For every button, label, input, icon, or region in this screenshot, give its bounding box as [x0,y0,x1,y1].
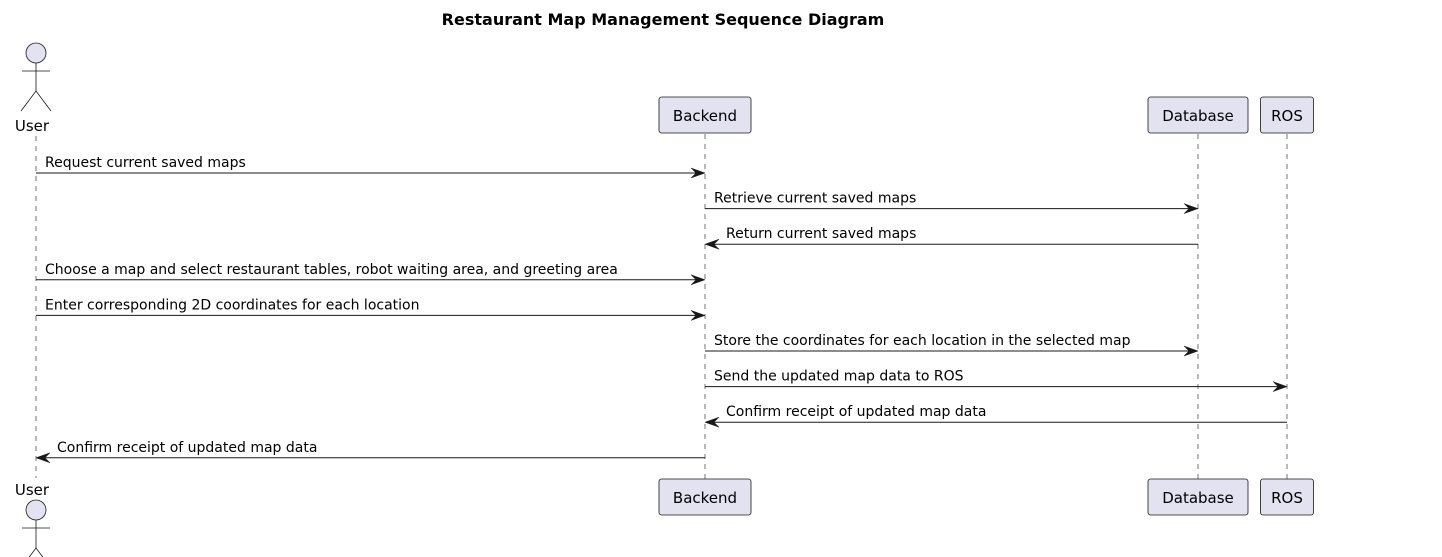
message-6: Store the coordinates for each location … [705,333,1199,357]
user-bottom-actor-head-icon [25,499,47,521]
message-7-label: Send the updated map data to ROS [714,369,964,385]
actor-user-bottom: User [15,481,50,557]
participant-database-top-box [1147,96,1249,134]
participant-database-top-label: Database [1162,107,1234,125]
participant-backend-top-box [658,96,752,134]
message-2-label: Retrieve current saved maps [714,191,916,207]
participant-ros-bottom-label: ROS [1271,489,1303,507]
message-8: Confirm receipt of updated map data [704,404,1287,428]
message-2-arrowhead-icon [1183,203,1199,214]
message-3-label: Return current saved maps [726,226,916,242]
participant-backend-bottom-box [658,478,752,516]
message-7: Send the updated map data to ROS [705,369,1288,392]
actor-user-bottom-label: User [15,481,50,499]
participant-ros-bottom: ROS [1260,478,1314,516]
message-5-arrowhead-icon [690,310,706,321]
participant-database-bottom-label: Database [1162,489,1234,507]
message-6-arrowhead-icon [1183,345,1199,357]
message-4: Choose a map and select restaurant table… [36,262,706,286]
participant-backend-top-label: Backend [673,107,737,125]
message-1-label: Request current saved maps [45,155,246,171]
participant-backend-bottom: Backend [658,478,752,516]
participant-ros-bottom-box [1260,478,1314,516]
message-2: Retrieve current saved maps [705,191,1199,214]
message-9-arrowhead-icon [35,452,51,464]
message-1-arrowhead-icon [690,167,706,179]
message-5: Enter corresponding 2D coordinates for e… [36,297,706,321]
message-8-arrowhead-icon [704,416,720,428]
participant-backend-top: Backend [658,96,752,134]
message-9: Confirm receipt of updated map data [35,440,705,464]
participant-ros-top-label: ROS [1271,107,1303,125]
lifelines [35,134,1288,479]
participant-database-top: Database [1147,96,1249,134]
message-9-label: Confirm receipt of updated map data [57,440,317,456]
user-top-actor-legs [20,90,52,112]
participants: UserUserBackendBackendDatabaseDatabaseRO… [15,42,1314,557]
participant-database-bottom-box [1147,478,1249,516]
participant-database-bottom: Database [1147,478,1249,516]
actor-user-top-label: User [15,117,50,135]
participant-ros-top-box [1260,96,1314,134]
message-1: Request current saved maps [36,155,706,179]
message-3: Return current saved maps [704,226,1198,250]
participant-ros-top: ROS [1260,96,1314,134]
message-4-arrowhead-icon [690,274,706,286]
message-6-label: Store the coordinates for each location … [714,333,1131,349]
message-4-label: Choose a map and select restaurant table… [45,262,618,278]
diagram-title: Restaurant Map Management Sequence Diagr… [442,10,885,29]
participant-backend-bottom-label: Backend [673,489,737,507]
message-8-label: Confirm receipt of updated map data [726,404,986,420]
user-bottom-actor-legs [28,547,44,557]
message-7-arrowhead-icon [1272,381,1288,392]
actor-user-top: User [15,42,52,135]
message-3-arrowhead-icon [704,238,720,250]
user-top-actor-head-icon [25,42,47,64]
message-5-label: Enter corresponding 2D coordinates for e… [45,297,419,313]
